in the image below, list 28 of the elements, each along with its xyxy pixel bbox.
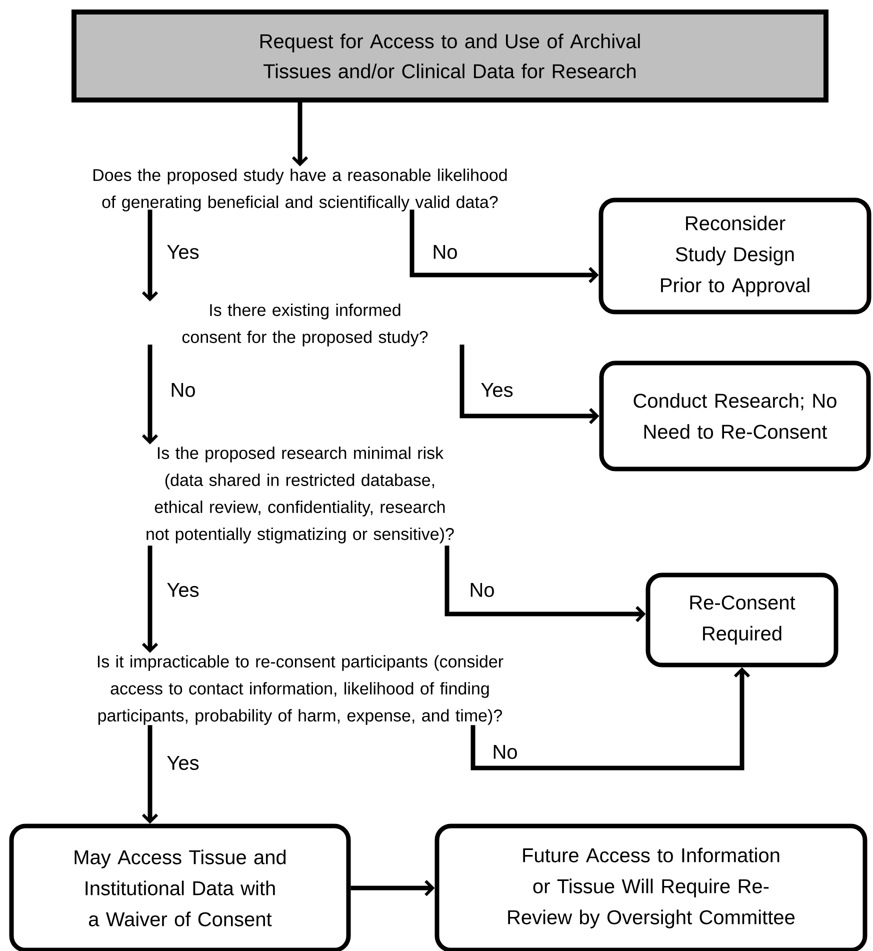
arrow	[292, 102, 308, 166]
arrow	[460, 344, 600, 424]
outcome-box: Reconsider Study Design Prior to Approval	[598, 198, 872, 314]
outcome-box: May Access Tissue and Institutional Data with a Waiver of Consent	[9, 824, 351, 951]
edge-label: Yes	[481, 383, 513, 397]
outcome-box: Conduct Research; No Need to Re-Consent	[599, 360, 871, 472]
edge-label: No	[494, 745, 517, 759]
edge-label: No	[470, 583, 494, 597]
question-text: Is there existing informed consent for the proposed study?	[182, 304, 428, 346]
arrow	[444, 546, 646, 622]
arrow	[142, 725, 158, 824]
arrow	[142, 546, 158, 653]
outcome-box: Future Access to Information or Tissue Will Require Re-Review by Oversight Committee	[434, 824, 868, 951]
arrow	[142, 210, 158, 302]
question-text: Does the proposed study have a reasonable likelihood of generating beneficial and scientifically valid data?	[93, 168, 507, 212]
edge-label: Yes	[167, 583, 199, 597]
outcome-box: Re-Consent Required	[646, 572, 838, 668]
question-text: Is the proposed research minimal risk (data shared in restricted database, ethical review, confidentiality, research not potentially stigmatizing or sensitive)?	[146, 446, 454, 544]
edge-label: No	[434, 245, 457, 259]
question-text: Is it impracticable to re-consent participants (consider access to contact information, likelihood of finding participants, probability of harm, expense, and time)?	[98, 655, 504, 725]
arrow	[410, 210, 599, 284]
edge-label: No	[172, 383, 195, 397]
edge-label: Yes	[167, 245, 199, 259]
arrow	[470, 667, 750, 770]
arrow	[142, 344, 158, 444]
title-box: Request for Access to and Use of Archival Tissues and/or Clinical Data for Research	[72, 10, 828, 102]
edge-label: Yes	[167, 756, 199, 770]
arrow	[350, 880, 435, 896]
